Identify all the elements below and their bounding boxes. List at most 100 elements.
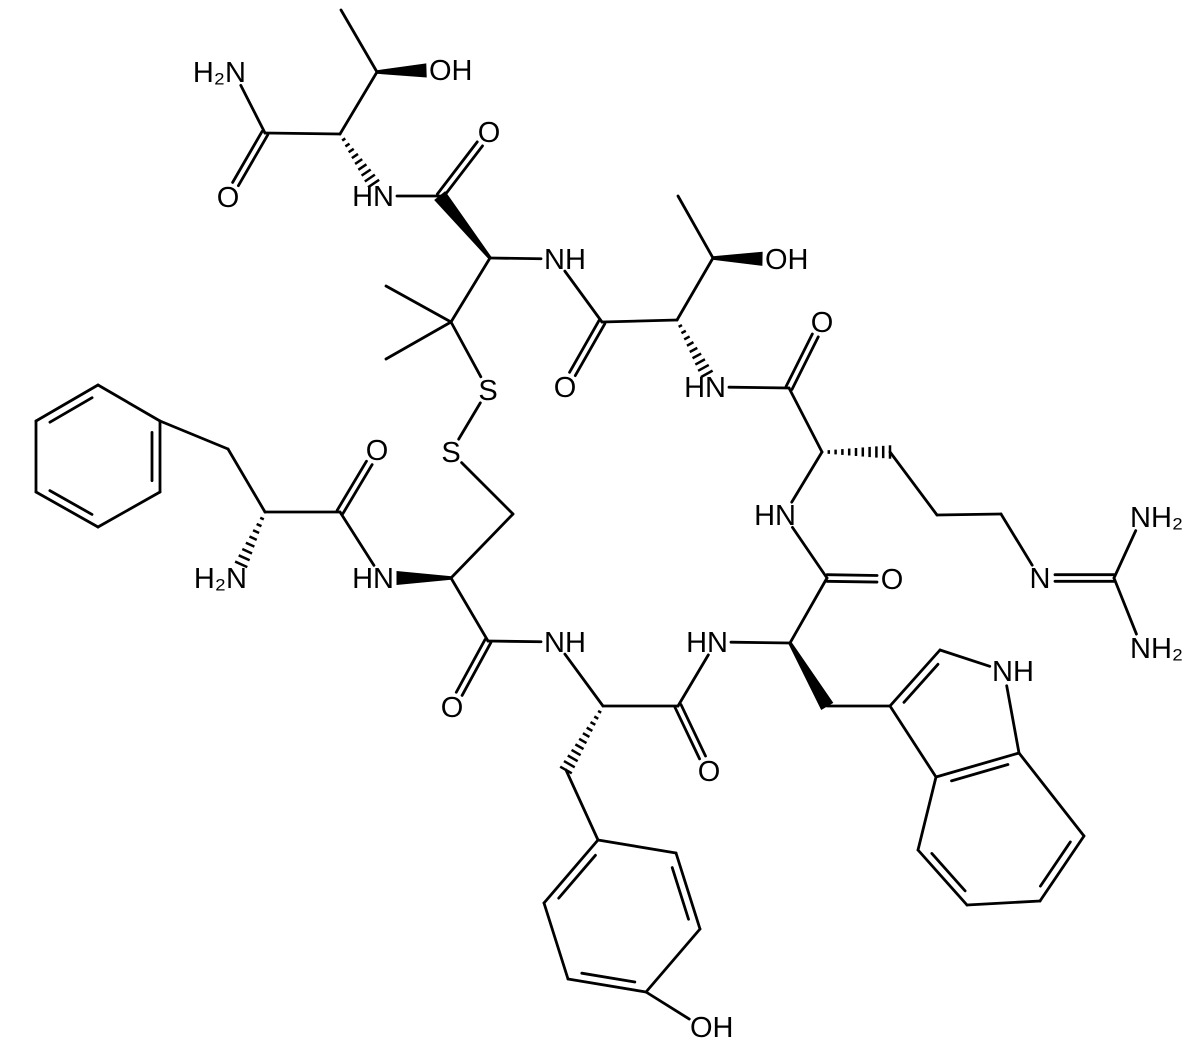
bond-single <box>888 450 939 517</box>
atom-label: H₂N <box>194 563 247 595</box>
bond-hash <box>364 173 376 183</box>
bond-wedge <box>396 570 452 586</box>
atom-label: HN <box>754 500 796 532</box>
bond-hash <box>245 541 255 548</box>
bond-single <box>460 461 515 516</box>
bond-double <box>566 977 648 994</box>
bond-double <box>825 579 879 584</box>
bond-hash <box>694 358 706 366</box>
atom-label: S <box>478 375 497 407</box>
bond-single <box>488 256 543 261</box>
atom-label: NH <box>544 627 586 659</box>
atom-label: S <box>441 437 460 469</box>
bond-double <box>441 144 484 200</box>
bond-single <box>1112 529 1138 580</box>
bond-double-inner <box>557 853 597 900</box>
bond-double-inner <box>950 763 1010 783</box>
atom-label: O <box>881 564 904 596</box>
bond-single <box>457 401 482 441</box>
bond-single <box>676 653 710 708</box>
bond-single <box>338 510 376 567</box>
bond-single <box>888 704 938 779</box>
bond-single <box>727 385 791 390</box>
bond-double <box>435 140 479 196</box>
atom-label: O <box>554 372 577 404</box>
bond-hash <box>680 329 687 335</box>
bond-single <box>564 768 600 842</box>
bond-double <box>542 838 600 905</box>
bond-hash <box>354 158 363 165</box>
bond-double <box>916 848 969 907</box>
bond-hash <box>347 147 355 154</box>
atom-label: HN <box>352 563 394 595</box>
bond-single <box>384 320 453 361</box>
bond-single <box>563 652 605 708</box>
bond-hash <box>589 720 596 726</box>
bond-double <box>673 706 701 761</box>
bond-hash <box>700 369 714 379</box>
bond-single <box>449 512 515 580</box>
bond-double <box>825 573 879 577</box>
bond-single <box>999 512 1034 567</box>
bond-wedge <box>376 63 427 78</box>
bond-double <box>1038 834 1086 903</box>
bond-double-inner <box>670 866 690 921</box>
atom-label: HN <box>684 372 726 404</box>
bond-double <box>460 641 493 697</box>
bond-hash <box>259 516 265 521</box>
bond-single <box>644 927 702 994</box>
bond-single <box>449 256 492 324</box>
bond-hash <box>578 737 588 745</box>
bond-double <box>784 332 814 388</box>
bond-single <box>1112 576 1138 636</box>
bond-single <box>239 83 267 135</box>
bond-double <box>34 490 100 529</box>
bond-double-inner <box>1039 840 1072 888</box>
bond-double <box>236 133 270 188</box>
bond-hash <box>238 554 251 562</box>
bond-single <box>791 525 829 580</box>
bond-double <box>34 383 100 423</box>
bond-double <box>231 129 264 184</box>
bond-single <box>563 269 604 324</box>
atom-label: NH₂ <box>1130 502 1183 534</box>
atom-label: NH₂ <box>1130 633 1183 665</box>
bond-hash <box>691 352 702 360</box>
atom-label: NH <box>544 244 586 276</box>
atom-label: O <box>811 307 834 339</box>
bond-single <box>96 383 162 423</box>
bond-wedge <box>434 191 492 260</box>
bond-hash <box>341 137 347 142</box>
atom-label: O <box>217 182 240 214</box>
bond-double <box>568 318 601 374</box>
bond-double-inner <box>48 489 94 516</box>
bond-hash <box>593 715 599 720</box>
bond-hash <box>697 363 710 372</box>
bond-single <box>916 775 938 852</box>
bond-double-inner <box>930 852 967 893</box>
bond-double <box>790 335 820 391</box>
bond-single <box>158 419 230 451</box>
bond-double <box>888 648 942 708</box>
bond-hash <box>234 560 248 569</box>
bond-hash <box>567 754 579 763</box>
bond-single <box>542 901 570 981</box>
bond-single <box>935 512 1003 517</box>
atom-label: HN <box>352 181 394 213</box>
bond-single <box>596 838 678 855</box>
atom-label: O <box>478 117 501 149</box>
bond-single <box>1005 684 1021 755</box>
bond-single <box>600 318 679 324</box>
bond-hash <box>582 732 591 739</box>
atom-label: OH <box>690 1012 734 1044</box>
bond-hash <box>570 748 582 757</box>
bond-single <box>338 70 379 136</box>
bond-single <box>226 447 267 514</box>
bond-wedge <box>788 641 834 711</box>
bond-double <box>573 322 607 377</box>
bond-single <box>729 640 792 645</box>
bond-single <box>676 194 715 260</box>
atom-label: OH <box>429 55 473 87</box>
